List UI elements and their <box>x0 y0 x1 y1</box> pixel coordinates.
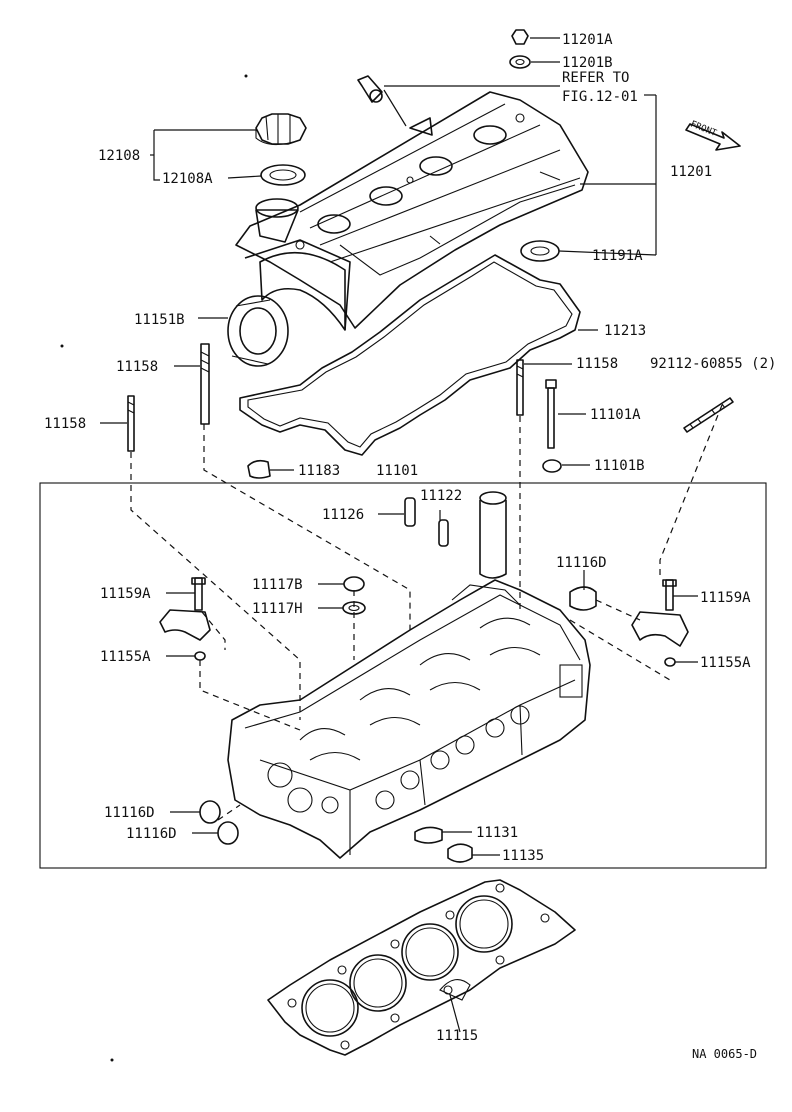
label-11201a: 11201A <box>562 32 613 48</box>
studs-11158 <box>127 343 524 452</box>
label-11158-a: 11158 <box>116 359 158 375</box>
seal-11117b <box>343 576 365 592</box>
dowel-pins <box>404 491 507 579</box>
label-11213: 11213 <box>604 323 646 339</box>
label-11122: 11122 <box>420 488 462 504</box>
cylinder-head-cover <box>235 91 589 331</box>
label-11101b: 11101B <box>594 458 645 474</box>
part-11131 <box>414 826 443 844</box>
head-gasket <box>267 879 576 1056</box>
label-11116d-1: 11116D <box>104 805 155 821</box>
label-11183: 11183 <box>298 463 340 479</box>
plug-11183 <box>247 459 271 479</box>
label-11101: 11101 <box>376 463 418 479</box>
label-11191a: 11191A <box>592 248 643 264</box>
label-11117b: 11117B <box>252 577 303 593</box>
head-bolt <box>542 379 562 473</box>
front-arrow-icon: FRONT <box>685 120 741 151</box>
label-11155a-left: 11155A <box>100 649 151 665</box>
leader-lines <box>100 37 698 1033</box>
label-11158-b: 11158 <box>44 416 86 432</box>
label-11116d-top: 11116D <box>556 555 607 571</box>
label-fig: FIG.12-01 <box>562 89 638 105</box>
label-11126: 11126 <box>322 507 364 523</box>
label-12108: 12108 <box>98 148 140 164</box>
cylinder-head-assembly-frame <box>39 482 767 869</box>
label-11101a: 11101A <box>590 407 641 423</box>
oil-filler-cap <box>255 113 307 186</box>
label-11159a-left: 11159A <box>100 586 151 602</box>
label-11135: 11135 <box>502 848 544 864</box>
cover-nut-and-seal <box>357 29 531 103</box>
label-11155a-right: 11155A <box>700 655 751 671</box>
plug-11116d-1 <box>199 800 221 824</box>
camshaft-bearing-cap-left <box>159 577 211 661</box>
label-12108a: 12108A <box>162 171 213 187</box>
label-11201: 11201 <box>670 164 712 180</box>
front-label: FRONT <box>689 120 718 140</box>
label-11131: 11131 <box>476 825 518 841</box>
label-11116d-2: 11116D <box>126 826 177 842</box>
label-11117h: 11117H <box>252 601 303 617</box>
cover-gasket <box>239 254 581 456</box>
label-11158-c: 11158 <box>576 356 618 372</box>
cylinder-head <box>227 579 591 859</box>
label-92112: 92112-60855 (2) <box>650 356 776 372</box>
diagram-code: NA 0065-D <box>692 1047 757 1061</box>
plug-11116d-top <box>569 586 597 611</box>
label-11151b: 11151B <box>134 312 185 328</box>
grommet-11191a <box>520 240 560 262</box>
assembly-guide-lines <box>130 404 723 821</box>
label-11159a-right: 11159A <box>700 590 751 606</box>
camshaft-seal <box>227 295 289 367</box>
camshaft-bearing-cap-right <box>631 579 689 667</box>
part-labels: 11201A 11201B REFER TO FIG.12-01 12108 1… <box>44 32 776 1061</box>
part-11135 <box>447 843 473 863</box>
plug-11116d-2 <box>217 821 239 845</box>
label-11201b: 11201B <box>562 55 613 71</box>
label-refer-to: REFER TO <box>562 70 629 86</box>
stud-92112 <box>683 397 734 433</box>
label-11115: 11115 <box>436 1028 478 1044</box>
